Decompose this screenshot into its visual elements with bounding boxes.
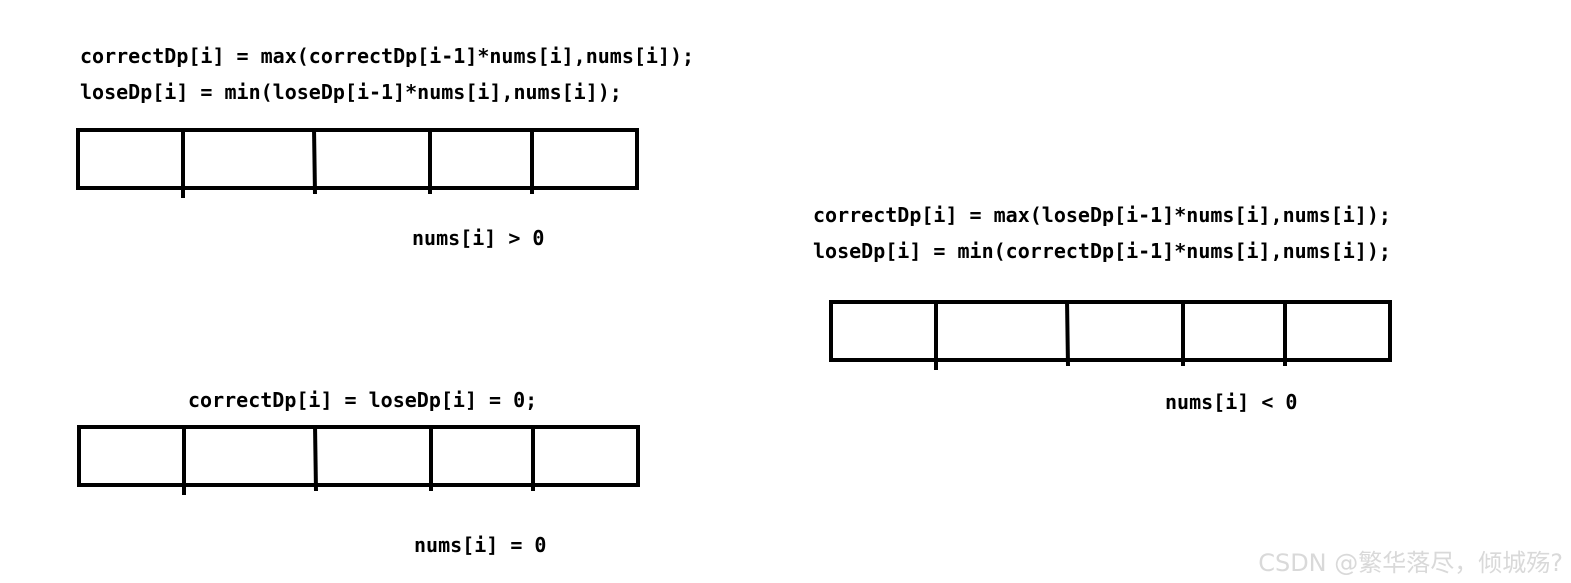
negative-case-array [829, 299, 1393, 372]
watermark: CSDN @繁华落尽，倾城殇? [1258, 549, 1563, 577]
array-outline [829, 300, 1392, 362]
negative-case-condition: nums[i] < 0 [1165, 390, 1298, 414]
array-cell-divider [1065, 299, 1070, 367]
positive-case-array [76, 127, 640, 200]
array-cell-divider [312, 127, 317, 195]
positive-case-formula-correct: correctDp[i] = max(correctDp[i-1]*nums[i… [80, 44, 695, 68]
zero-case-formula: correctDp[i] = loseDp[i] = 0; [188, 388, 538, 412]
array-cell-divider [313, 424, 318, 492]
positive-case-condition: nums[i] > 0 [412, 226, 545, 250]
negative-case-formula-lose: loseDp[i] = min(correctDp[i-1]*nums[i],n… [813, 239, 1391, 263]
array-outline [77, 425, 640, 487]
negative-case-formula-correct: correctDp[i] = max(loseDp[i-1]*nums[i],n… [813, 203, 1391, 227]
zero-case-condition: nums[i] = 0 [414, 533, 547, 557]
positive-case-formula-lose: loseDp[i] = min(loseDp[i-1]*nums[i],nums… [80, 80, 622, 104]
zero-case-array [77, 424, 641, 497]
array-outline [76, 128, 639, 190]
